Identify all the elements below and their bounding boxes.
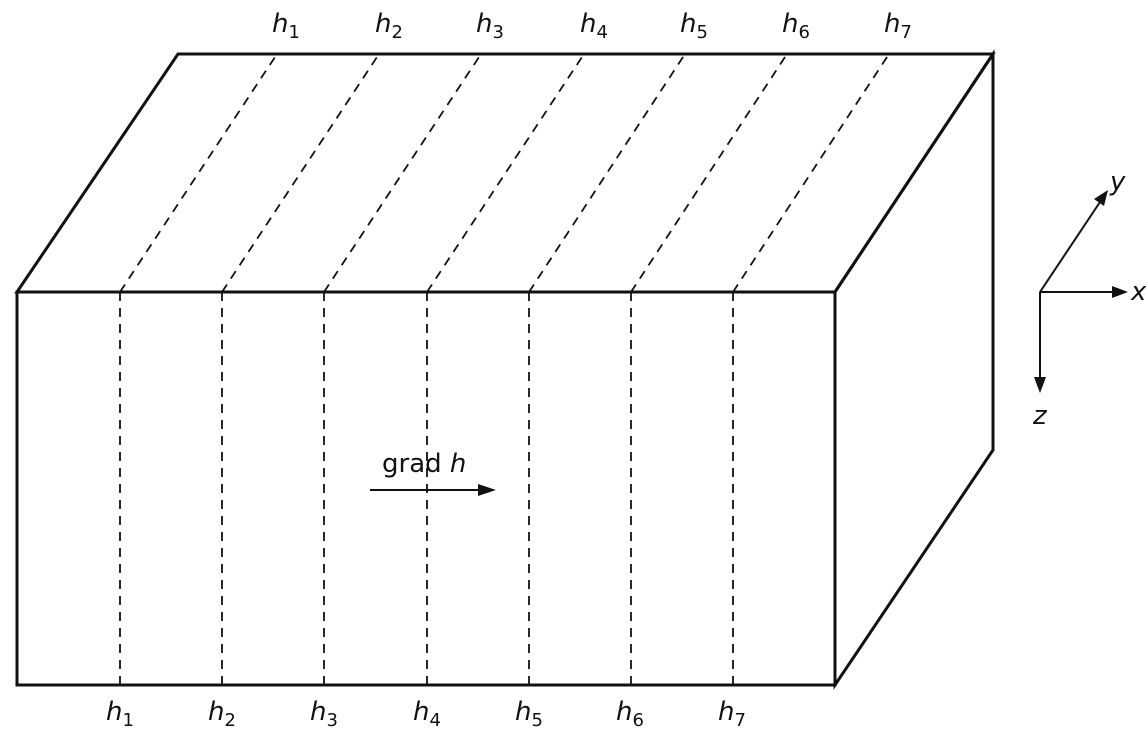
label-symbol: h [580, 9, 596, 39]
gradient-arrowhead-icon [478, 484, 496, 496]
label-index: 6 [632, 710, 643, 731]
label-symbol: h [208, 697, 224, 727]
top-label-h1: h1 [272, 9, 300, 43]
equipotential-lines [119, 53, 890, 685]
top-label-h4: h4 [580, 9, 608, 43]
bottom-label-h1: h1 [106, 697, 134, 731]
contour-line-top-7 [732, 53, 890, 293]
label-symbol: h [680, 9, 696, 39]
label-index: 3 [492, 22, 503, 43]
bottom-label-h4: h4 [413, 697, 441, 731]
coordinate-axes: x y z [1032, 167, 1146, 431]
label-symbol: h [515, 697, 531, 727]
bottom-label-h5: h5 [515, 697, 543, 731]
label-symbol: h [375, 9, 391, 39]
label-index: 7 [900, 22, 911, 43]
contour-line-top-1 [119, 53, 278, 293]
label-index: 5 [531, 710, 542, 731]
contour-line-top-6 [630, 53, 788, 293]
label-symbol: h [616, 697, 632, 727]
top-label-h2: h2 [375, 9, 403, 43]
block-edges [14, 49, 996, 690]
top-labels: h1 h2 h3 h4 h5 h6 h7 [272, 9, 912, 43]
label-index: 4 [429, 710, 440, 731]
y-axis-label: y [1109, 167, 1126, 197]
contour-line-top-5 [528, 53, 686, 293]
label-index: 4 [596, 22, 607, 43]
label-symbol: h [884, 9, 900, 39]
label-index: 7 [734, 710, 745, 731]
contour-line-top-4 [426, 53, 585, 293]
contour-line-top-3 [323, 53, 482, 293]
bottom-label-h2: h2 [208, 697, 236, 731]
label-symbol: h [272, 9, 288, 39]
label-index: 2 [391, 22, 402, 43]
top-label-h3: h3 [476, 9, 504, 43]
label-symbol: h [718, 697, 734, 727]
bottom-label-h3: h3 [310, 697, 338, 731]
top-label-h7: h7 [884, 9, 912, 43]
label-index: 3 [326, 710, 337, 731]
label-index: 1 [122, 710, 133, 731]
label-symbol: h [476, 9, 492, 39]
block-top-face [14, 52, 996, 294]
gradient-symbol: h [450, 449, 466, 479]
block-side-face [833, 49, 995, 690]
label-symbol: h [782, 9, 798, 39]
bottom-label-h7: h7 [718, 697, 746, 731]
top-label-h5: h5 [680, 9, 708, 43]
label-index: 2 [224, 710, 235, 731]
block-front-face [15, 290, 837, 687]
bottom-labels: h1 h2 h3 h4 h5 h6 h7 [106, 697, 746, 731]
label-symbol: h [106, 697, 122, 727]
bottom-label-h6: h6 [616, 697, 644, 731]
label-index: 5 [696, 22, 707, 43]
x-axis-arrowhead-icon [1112, 286, 1128, 298]
y-axis-arrowhead-icon [1094, 190, 1108, 206]
gradient-annotation: grad h [370, 449, 496, 496]
z-axis-label: z [1032, 401, 1048, 431]
gradient-label: grad h [382, 449, 466, 479]
z-axis-arrowhead-icon [1034, 377, 1046, 393]
label-symbol: h [413, 697, 429, 727]
gradient-text: grad [382, 449, 442, 479]
contour-line-top-2 [221, 53, 380, 293]
top-label-h6: h6 [782, 9, 810, 43]
y-axis-line [1039, 201, 1101, 293]
label-index: 1 [288, 22, 299, 43]
x-axis-label: x [1130, 277, 1146, 307]
label-index: 6 [798, 22, 809, 43]
label-symbol: h [310, 697, 326, 727]
